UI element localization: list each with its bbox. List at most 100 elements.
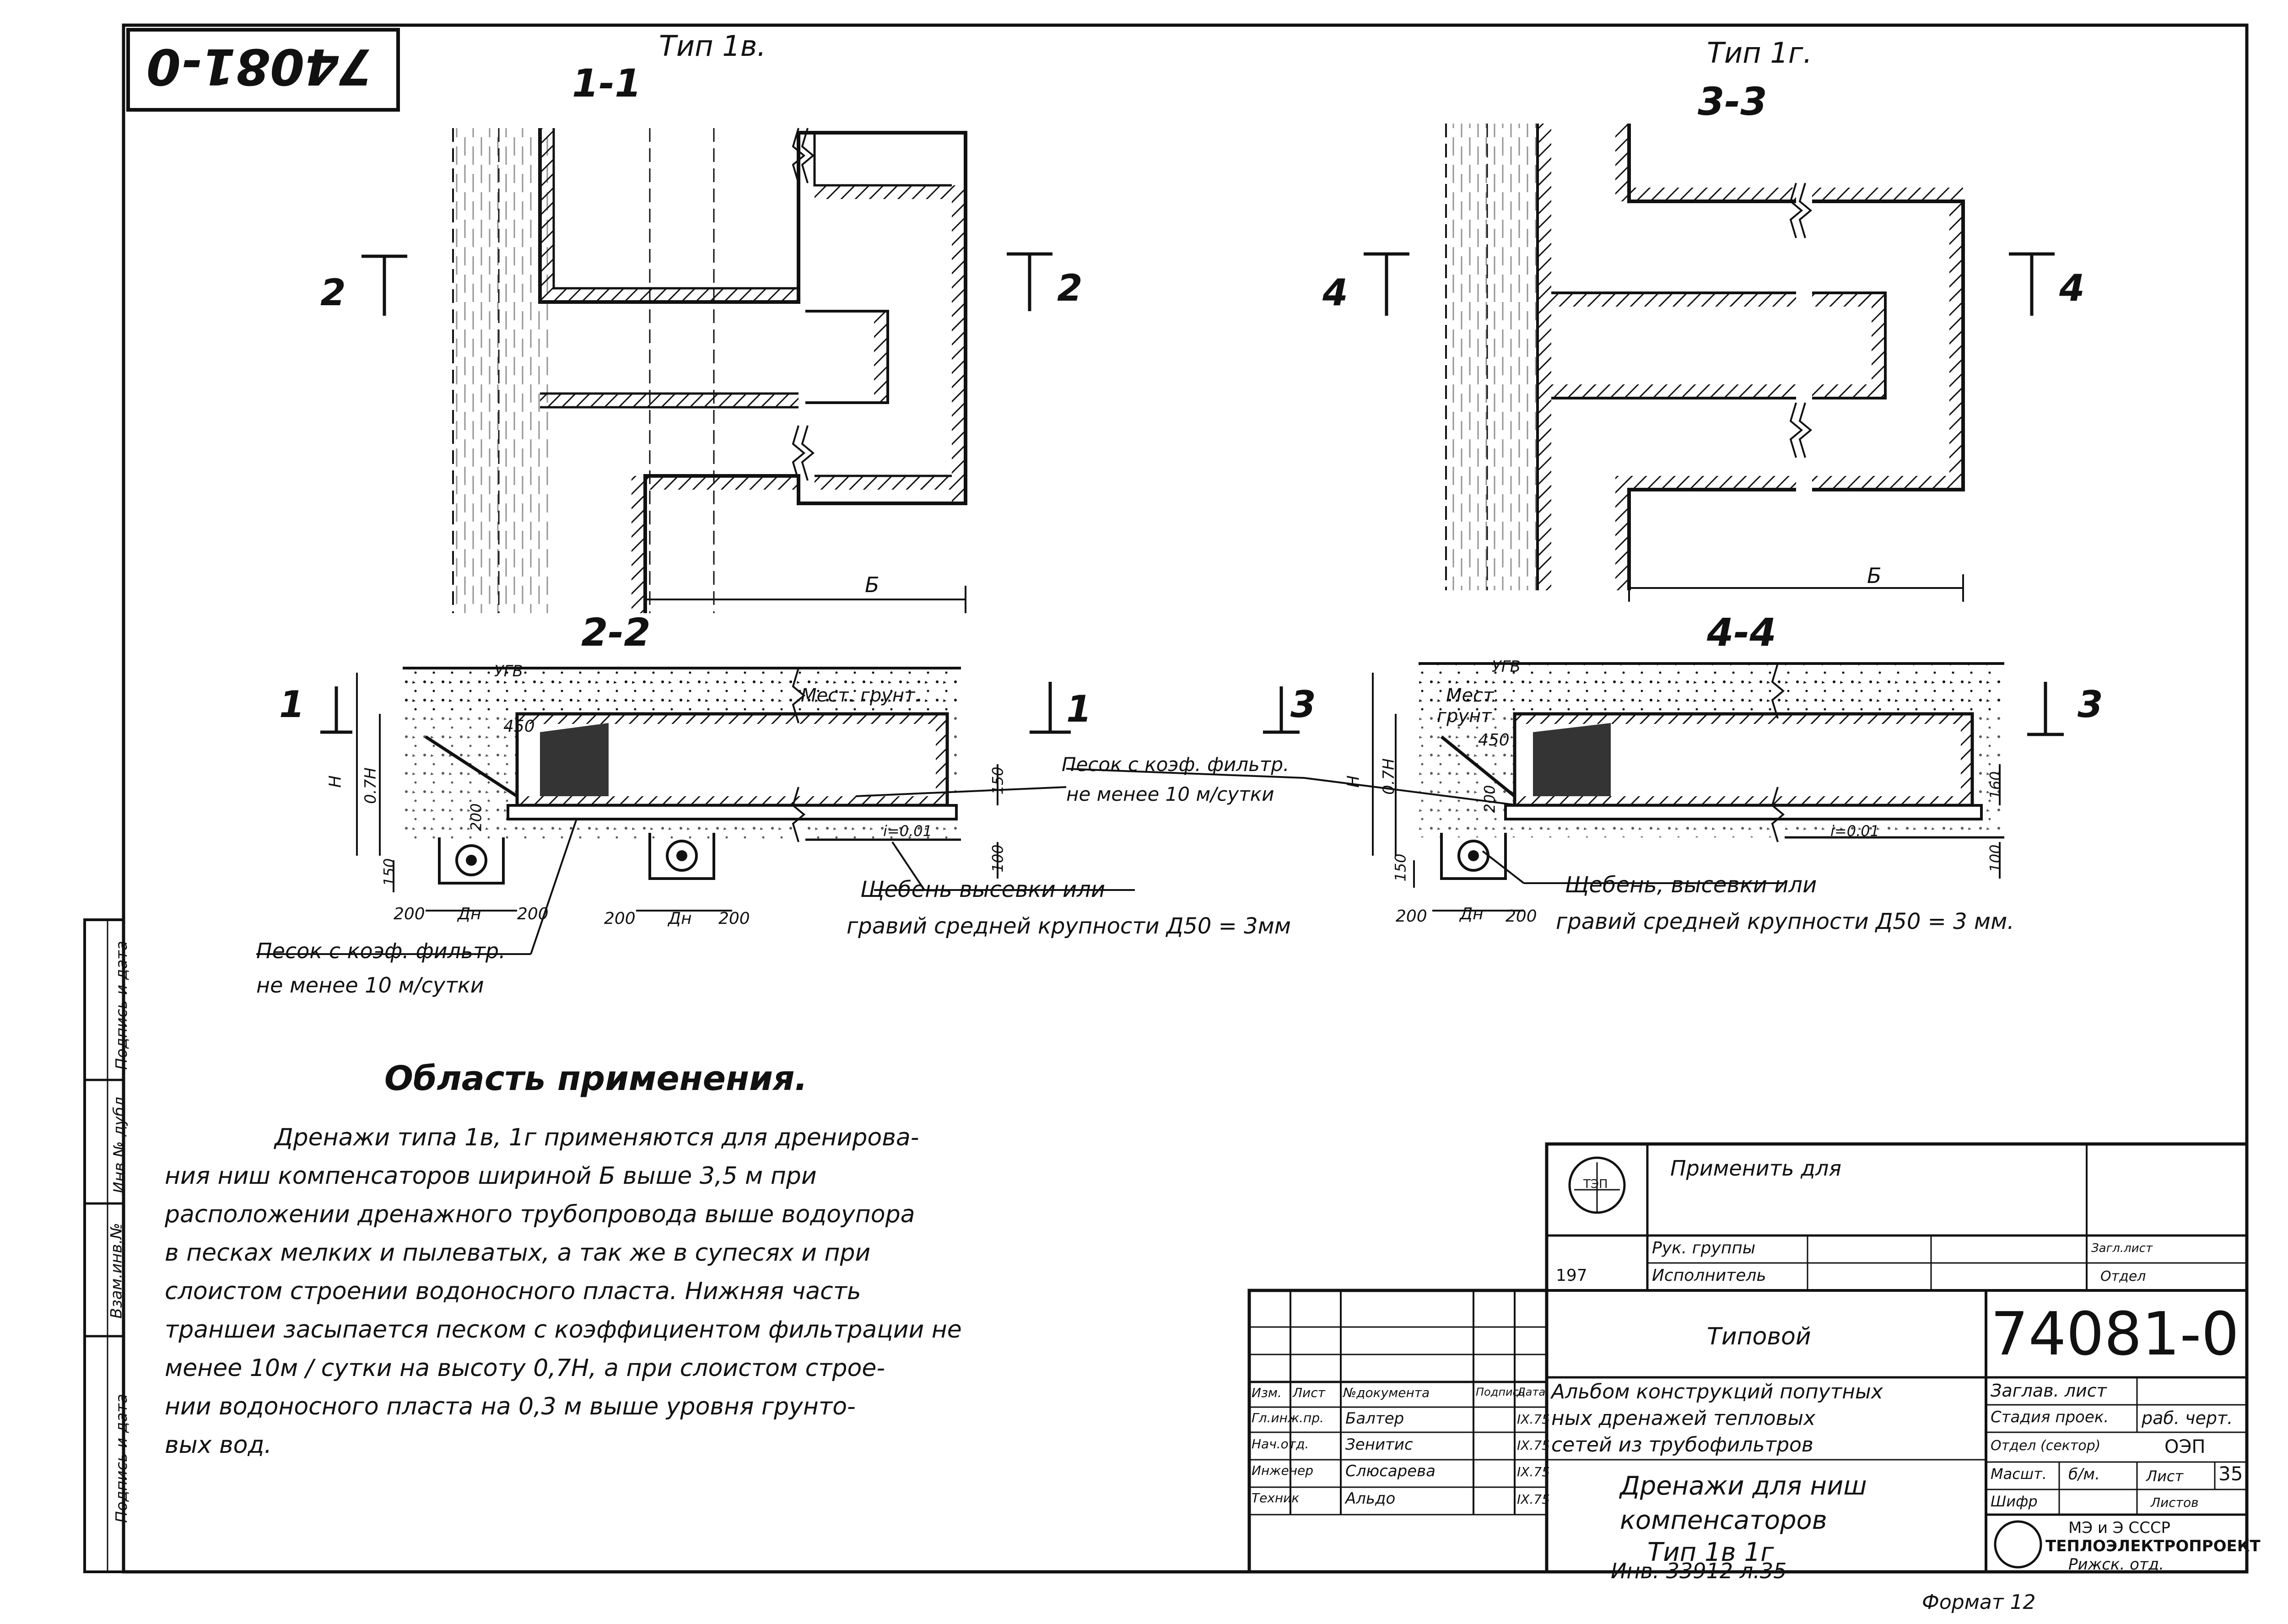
tb-drain-2: компенсаторов [1620, 1505, 1827, 1535]
marker-2-left: 2 [320, 271, 346, 314]
dim-07h-right: 0.7Н [1379, 758, 1398, 795]
application-line: нии водоносного пласта на 0,3 м выше уро… [165, 1393, 856, 1420]
tb-col-date: Дата [1517, 1386, 1546, 1398]
tb-row-role: Инженер [1252, 1463, 1314, 1478]
dim-07h-left: 0.7Н [361, 767, 380, 804]
tb-album-1: Альбом конструкций попутных [1551, 1380, 1883, 1403]
tb-tipovoy: Типовой [1707, 1323, 1811, 1350]
sand-note-center-2: не менее 10 м/сутки [1066, 783, 1274, 805]
dim-200-c: 200 [604, 909, 636, 928]
tb-row-name: Слюсарева [1345, 1462, 1435, 1480]
gravel-note-right-1: Щебень, высевки или [1565, 872, 1817, 898]
tb-otdel-sektor: Отдел (сектор) [1991, 1438, 2101, 1454]
gravel-note-right-2: гравий средней крупности Д50 = 3 мм. [1556, 909, 2014, 934]
tb-col-sign: Подпись [1476, 1386, 1525, 1398]
tb-ispolnitel: Исполнитель [1652, 1266, 1766, 1285]
section-label-1-1: 1-1 [572, 61, 642, 106]
tb-logo: ТЭП [1583, 1177, 1608, 1191]
tb-zaglav-list: Заглав. лист [1991, 1381, 2107, 1401]
application-title: Область применения. [384, 1059, 808, 1098]
section-label-3-3: 3-3 [1698, 79, 1767, 124]
tb-col-list: Лист [1293, 1385, 1325, 1400]
dim-b-right: Б [1867, 563, 1882, 588]
mest-grunt-label-2a: Мест. [1446, 685, 1500, 706]
dim-150-right: 150 [1392, 853, 1409, 882]
application-text: Дренажи типа 1в, 1г применяются для дрен… [165, 1126, 1217, 1472]
sand-note-left-1: Песок с коэф. фильтр. [256, 939, 506, 963]
tb-year: 197 [1556, 1266, 1587, 1285]
tb-row-role: Гл.инж.пр. [1252, 1410, 1324, 1425]
tb-org-1: МЭ и Э СССР [2068, 1519, 2171, 1537]
application-line: менее 10м / сутки на высоту 0,7Н, а при … [165, 1354, 885, 1382]
dim-150-mid: 150 [989, 766, 1007, 795]
type-right: Тип 1г. [1707, 36, 1813, 70]
tb-row-role: Техник [1252, 1490, 1300, 1505]
section-label-2-2: 2-2 [581, 610, 651, 655]
tb-album-2: ных дренажей тепловых [1551, 1407, 1816, 1430]
tb-ruk-gruppy: Рук. группы [1652, 1239, 1756, 1257]
dim-200-f: 200 [1506, 907, 1537, 926]
dim-200-vert-left: 200 [467, 803, 485, 831]
tb-row-role: Нач.отд. [1252, 1436, 1309, 1451]
tb-zagl-list: Загл.лист [2091, 1241, 2153, 1255]
ugv-left: УГВ [494, 662, 523, 680]
dim-b-left: Б [865, 572, 880, 597]
sand-note-left-2: не менее 10 м/сутки [256, 973, 484, 998]
dim-dn-c: Дн [1460, 905, 1484, 923]
marker-4-left: 4 [1322, 271, 1348, 314]
tb-org-2: ТЕПЛОЭЛЕКТРОПРОЕКТ [2045, 1537, 2261, 1555]
tb-col-doc: №документа [1343, 1385, 1430, 1400]
tb-album-3: сетей из трубофильтров [1551, 1433, 1813, 1457]
dim-dn-b: Дн [668, 909, 692, 928]
tb-stadia: Стадия проек. [1991, 1408, 2109, 1426]
side-label-2: Инв.№ дубл. [110, 1092, 129, 1193]
section-markers [320, 252, 2064, 736]
tb-masht: Масшт. [1991, 1465, 2047, 1483]
dim-450-right: 450 [1478, 731, 1510, 750]
application-line: в песках мелких и пылеватых, а так же в … [165, 1239, 871, 1267]
dim-100-right: 100 [1986, 844, 2004, 873]
tb-masht-val: б/м. [2068, 1465, 2100, 1484]
application-line: вых вод. [165, 1431, 272, 1459]
dim-h-left: Н [326, 775, 345, 788]
marker-3-left: 3 [1290, 683, 1316, 726]
plan-3-3 [1445, 124, 1965, 602]
type-left: Тип 1в. [659, 29, 766, 63]
slope-right: i=0.01 [1830, 822, 1879, 840]
dim-160-right: 160 [1986, 771, 2004, 799]
tb-list-val: 35 [2218, 1462, 2243, 1485]
stamp-number: 74081-0 [146, 38, 373, 95]
tb-number: 74081-0 [1991, 1299, 2239, 1369]
marker-2-right: 2 [1057, 267, 1083, 309]
application-line: траншеи засыпается песком с коэффициенто… [165, 1316, 962, 1343]
dim-dn-a: Дн [458, 905, 481, 923]
section-2-2 [356, 667, 998, 912]
leader-lines [256, 768, 1785, 955]
tb-drain-1: Дренажи для ниш [1620, 1471, 1867, 1501]
section-label-4-4: 4-4 [1707, 610, 1776, 655]
tb-otdel-val: ОЭП [2164, 1436, 2206, 1457]
side-label-3: Взам.инв.№ [107, 1223, 126, 1319]
dim-100-left: 100 [989, 844, 1007, 873]
marker-3-right: 3 [2078, 683, 2103, 726]
dim-200-e: 200 [1396, 907, 1427, 926]
tb-row-date: IX.75 [1517, 1438, 1550, 1453]
tb-listov: Листов [2151, 1495, 2199, 1510]
tb-shifr: Шифр [1991, 1493, 2038, 1510]
plan-1-1 [452, 128, 967, 613]
application-line: расположении дренажного трубопровода выш… [165, 1201, 915, 1228]
dim-200-vert-right: 200 [1481, 785, 1499, 813]
tb-apply-for: Применить для [1670, 1156, 1842, 1181]
tb-row-name: Балтер [1345, 1409, 1404, 1428]
marker-1-right: 1 [1066, 688, 1092, 730]
application-line: слоистом строении водоносного пласта. Ни… [165, 1278, 861, 1305]
mest-grunt-label: Мест. грунт. [801, 685, 921, 706]
dim-200-d: 200 [718, 909, 750, 928]
side-label-4: Подпись и дата [112, 1394, 131, 1523]
tb-row-date: IX.75 [1517, 1492, 1550, 1507]
side-label-1: Подпись и дата [112, 941, 131, 1070]
marker-4-right: 4 [2059, 267, 2085, 309]
application-line: Дренажи типа 1в, 1г применяются для дрен… [275, 1124, 919, 1151]
dim-150-left: 150 [380, 858, 398, 886]
